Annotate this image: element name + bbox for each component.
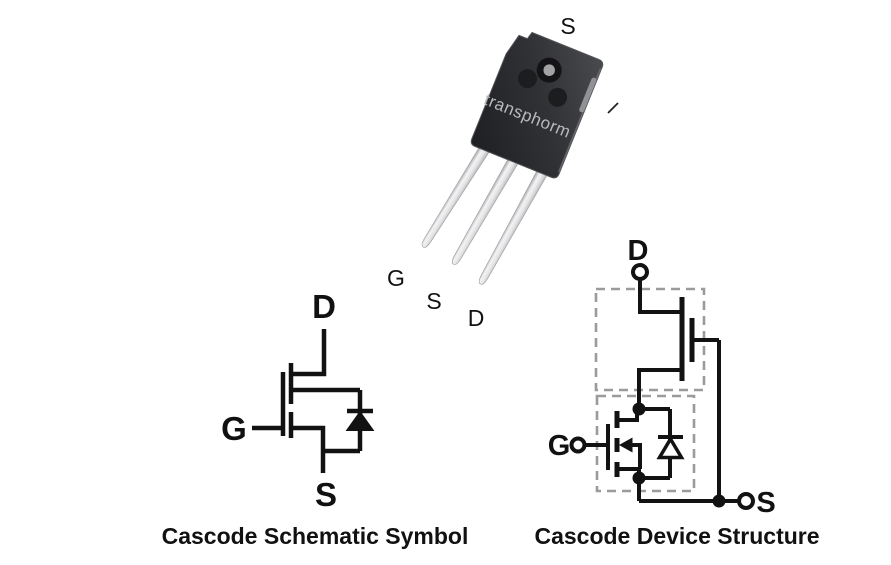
structure-gate-label: G <box>548 430 571 462</box>
mold-mark-right <box>548 87 568 107</box>
hemt-source-lead <box>637 368 682 406</box>
package-lead-source <box>451 155 520 265</box>
mold-mark-left <box>517 69 537 89</box>
mosfet-body-lead <box>630 443 642 469</box>
package-lead-drain <box>478 169 548 285</box>
cascode-device-structure-labels: D G S <box>548 235 776 519</box>
symbol-drain-label: D <box>312 288 336 325</box>
cascode-device-structure <box>569 263 755 510</box>
device-structure-caption: Cascode Device Structure <box>534 523 819 549</box>
symbol-diode-triangle <box>345 410 375 431</box>
node-source-rail <box>712 494 726 508</box>
cascode-schematic-symbol <box>252 329 375 473</box>
package-photo: transphorm <box>421 31 604 285</box>
cascode-schematic-symbol-labels: D G S <box>221 288 337 513</box>
body-diode-triangle <box>656 435 685 460</box>
structure-drain-label: D <box>628 235 649 267</box>
lead-label-drain: D <box>468 305 485 331</box>
terminal-gate <box>569 436 587 454</box>
mounting-hole-icon <box>543 64 555 76</box>
stray-annotation-mark <box>607 102 619 114</box>
lead-label-source: S <box>426 288 441 314</box>
symbol-gate-label: G <box>221 410 247 447</box>
mosfet-drain-stub <box>617 409 639 422</box>
symbol-drain-lead <box>289 329 327 377</box>
schematic-symbol-caption: Cascode Schematic Symbol <box>162 523 469 549</box>
pin-label-source-top: S <box>560 13 575 39</box>
symbol-source-lead <box>291 425 326 473</box>
lead-label-gate: G <box>387 265 405 291</box>
terminal-drain <box>631 263 649 281</box>
terminal-source <box>737 492 755 510</box>
package-side-slot <box>579 77 597 113</box>
mosfet-body-arrow <box>619 437 633 453</box>
structure-source-label: S <box>756 487 775 519</box>
package-lead-gate <box>421 143 491 248</box>
structure-drain-lead <box>638 279 682 314</box>
package-body <box>470 31 604 179</box>
symbol-source-label: S <box>315 476 337 513</box>
